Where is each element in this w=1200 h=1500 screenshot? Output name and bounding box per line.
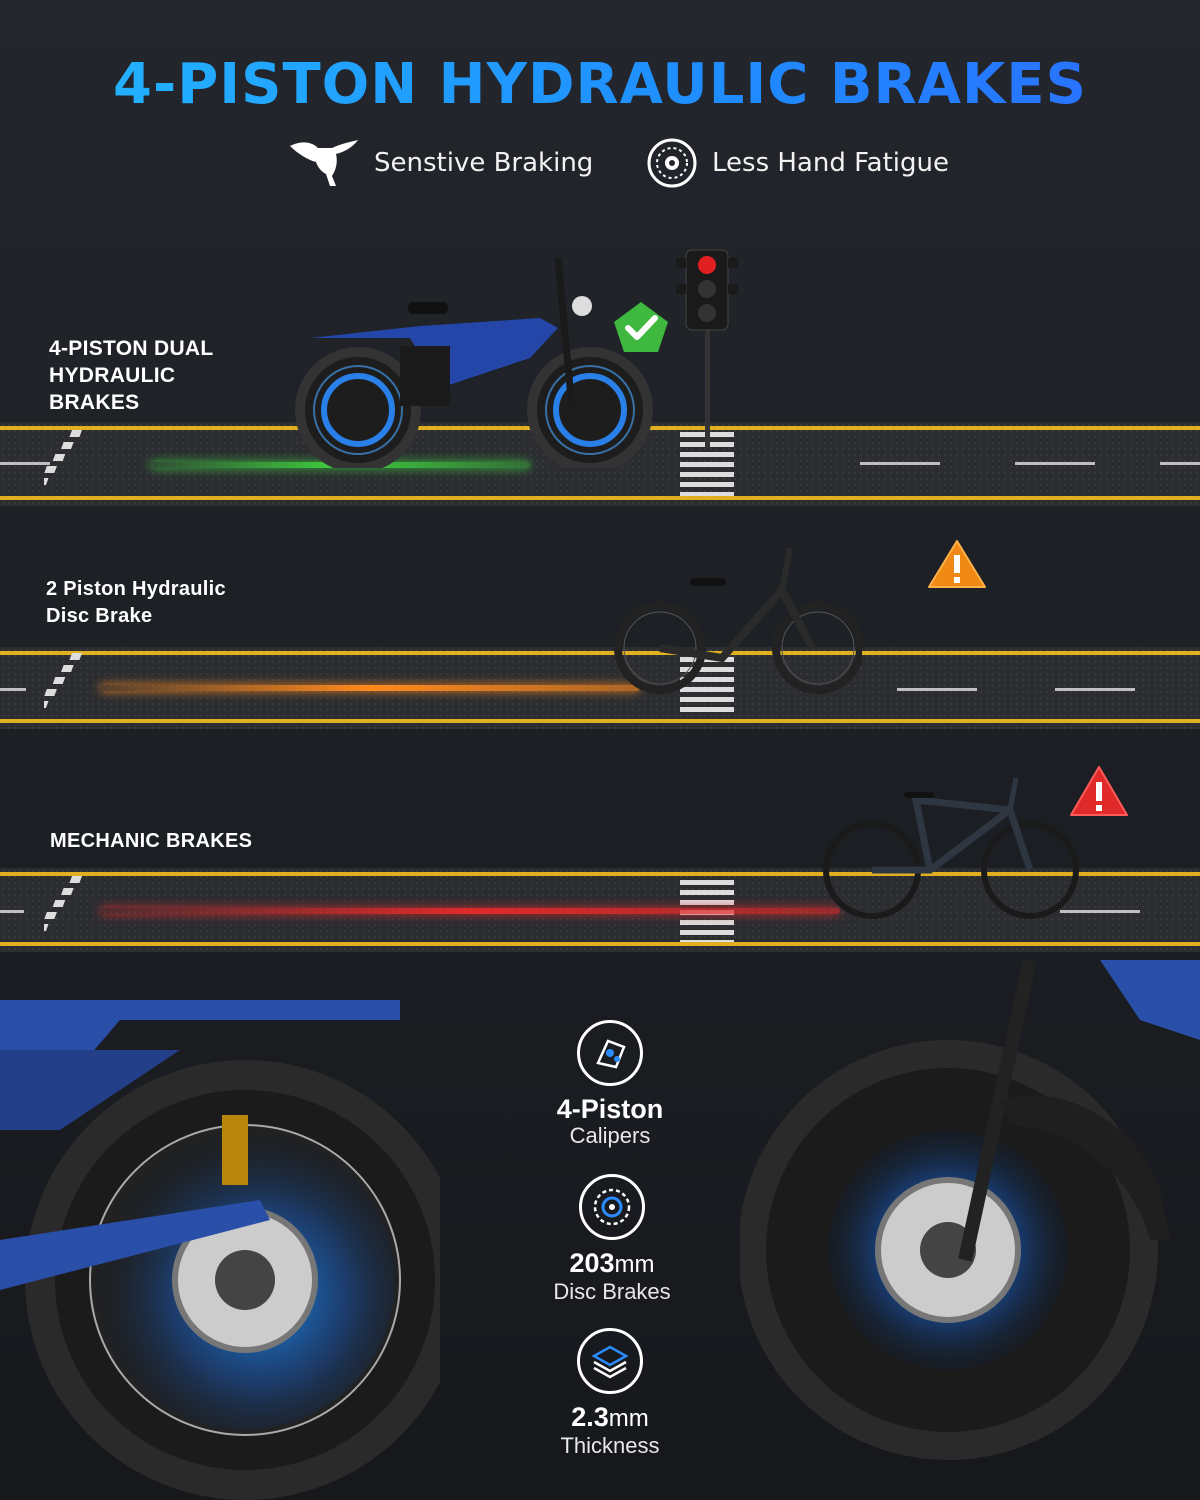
crosswalk [680,657,734,717]
fat-ebike-image [295,257,653,468]
lane-label: 4-PISTON DUAL HYDRAULIC BRAKES [49,337,214,414]
spec-value: 2.3mm [571,1402,649,1432]
lane-label: MECHANIC BRAKES [50,830,253,852]
traffic-light-icon [676,249,738,448]
spec-value: 203mm [569,1248,655,1278]
spec-thickness: 2.3mm Thickness [510,1328,710,1458]
danger-icon [1070,766,1128,816]
deer-icon [290,140,358,186]
lane-2-piston: 2 Piston Hydraulic Disc Brake [0,520,1200,735]
warning-icon [928,540,986,588]
feature-label: Senstive Braking [374,148,594,178]
disc-rotor-icon [647,138,697,188]
spec-label: Thickness [560,1433,660,1458]
lane-4-piston: 4-PISTON DUAL HYDRAULIC BRAKES [0,230,1200,510]
spec-value: 4-Piston [556,1094,664,1124]
feature-label: Less Hand Fatigue [712,148,950,178]
spec-label: Calipers [569,1123,651,1148]
feature-sensitive-braking: Senstive Braking [288,138,593,188]
check-icon [614,302,668,352]
page-title: 4-PISTON HYDRAULIC BRAKES [0,52,1200,117]
stopping-distance-bar [100,908,840,914]
lane-mechanic: MECHANIC BRAKES [0,740,1200,955]
spec-calipers: 4-Piston Calipers [510,1020,710,1148]
rear-wheel-closeup-image [0,1000,440,1500]
road-bike-image [823,777,1079,919]
brake-caliper-icon [577,1020,643,1086]
lane-label: 2 Piston Hydraulic Disc Brake [46,578,226,627]
feature-less-hand-fatigue: Less Hand Fatigue [646,138,949,188]
spec-label: Disc Brakes [553,1279,671,1304]
layers-icon [577,1328,643,1394]
road [0,647,1200,729]
disc-brake-icon [579,1174,645,1240]
stopping-distance-bar [100,685,640,691]
front-wheel-closeup-image [740,960,1200,1460]
road [0,868,1200,952]
spec-disc-brakes: 203mm Disc Brakes [512,1174,712,1304]
city-ebike-image [614,547,862,694]
